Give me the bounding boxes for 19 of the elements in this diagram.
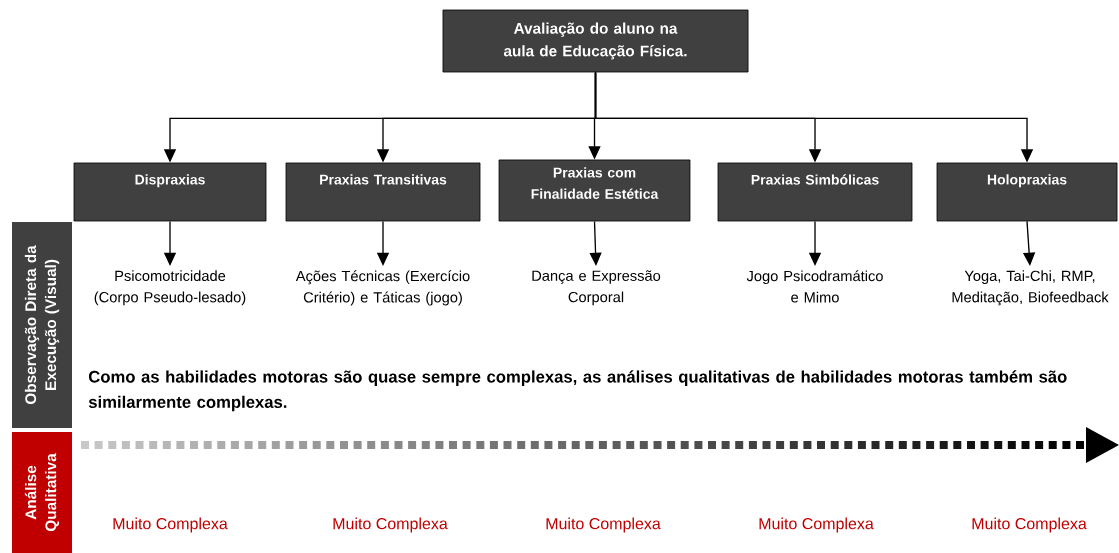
- category-box: Holopraxias: [936, 162, 1118, 222]
- example-text: Jogo Psicodramático e Mimo: [746, 270, 883, 303]
- side-band: Análise Qualitativa: [12, 431, 72, 553]
- scale-label: Muito Complexa: [546, 517, 661, 533]
- scale-label: Muito Complexa: [113, 517, 228, 533]
- category-box: Praxias com Finalidade Estética: [498, 159, 691, 222]
- example-text: Yoga, Tai-Chi, RMP, Meditação, Biofeedback: [952, 270, 1109, 306]
- category-box: Dispraxias: [73, 162, 267, 222]
- example-text: Dança e Expressão Corporal: [532, 270, 661, 306]
- scale-label: Muito Complexa: [972, 517, 1087, 533]
- category-box: Praxias Transitivas: [285, 162, 481, 222]
- scale-label: Muito Complexa: [333, 517, 448, 533]
- side-band: Observação Direta da Execução (Visual): [12, 222, 72, 428]
- example-text: Ações Técnicas (Exercício Critério) e Táticas (jogo): [295, 270, 470, 306]
- statement-text: Como as habilidades motoras são quase sempre complexas, as análises qualitativas de habilidades motoras também são similarmente complexas.: [88, 370, 1067, 412]
- title-box: Avaliação do aluno na aula de Educação Física.: [442, 9, 749, 73]
- scale-label: Muito Complexa: [759, 517, 874, 533]
- example-text: Psicomotricidade (Corpo Pseudo-lesado): [94, 270, 246, 306]
- category-box: Praxias Simbólicas: [717, 162, 913, 222]
